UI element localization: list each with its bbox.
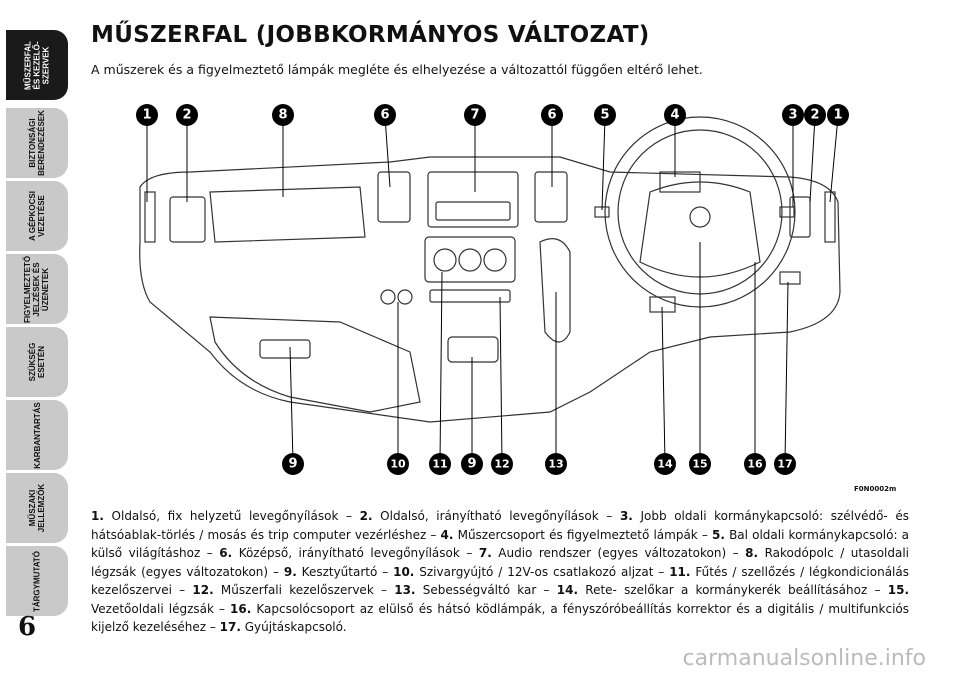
caption-text: Műszercsoport és figyelmeztető lámpák – — [453, 527, 713, 542]
svg-text:4: 4 — [670, 108, 679, 123]
caption-number: 11. — [669, 564, 691, 579]
svg-text:10: 10 — [390, 458, 406, 471]
svg-text:7: 7 — [470, 108, 479, 123]
caption-number: 8. — [745, 546, 759, 560]
callout-5: 5 — [594, 104, 616, 126]
svg-text:14: 14 — [657, 458, 673, 471]
caption-number: 16. — [230, 601, 252, 616]
caption-number: 15. — [887, 583, 910, 597]
figure-code: F0N0002m — [854, 485, 897, 493]
caption-number: 14. — [556, 583, 579, 597]
caption-text: Rakodópolc / utasoldali légzsák (egyes v… — [91, 546, 910, 579]
callout-12: 12 — [491, 453, 513, 475]
svg-text:2: 2 — [182, 108, 191, 123]
caption-text: Kapcsolócsoport az elülső és hátsó ködlá… — [91, 601, 909, 635]
caption-text: Műszerfali kezelőszervek – — [213, 583, 395, 597]
tab-figyelmezteto[interactable]: FIGYELMEZTETŐ JELZÉSEK ÉS ÜZENETEK — [6, 254, 68, 324]
svg-text:15: 15 — [692, 458, 707, 471]
page-subtitle: A műszerek és a figyelmeztető lámpák meg… — [91, 62, 703, 77]
caption-text: Fűtés / szellőzés / légkondicionálás kez… — [91, 564, 909, 598]
callout-10: 10 — [387, 453, 409, 475]
caption-text: Bal oldali kormánykapcsoló: a külső vilá… — [91, 527, 909, 561]
tab-vezetese[interactable]: A GÉPKOCSI VEZETÉSE — [6, 181, 68, 251]
callout-14: 14 — [654, 453, 676, 475]
page-title: MŰSZERFAL (JOBBKORMÁNYOS VÁLTOZAT) — [91, 22, 650, 48]
dashboard-illustration: 1 2 8 6 7 6 5 4 3 2 1 9 10 11 9 12 13 14… — [136, 104, 849, 475]
caption-text: Kesztyűtartó – — [296, 564, 394, 579]
svg-text:1: 1 — [142, 108, 151, 123]
callout-6b: 6 — [541, 104, 563, 126]
callout-16: 16 — [744, 453, 766, 475]
caption-number: 5. — [712, 527, 725, 542]
caption-text: Oldalsó, irányítható levegőnyílások – — [372, 509, 620, 523]
svg-text:13: 13 — [548, 458, 563, 471]
tab-biztonsagi[interactable]: BIZTONSÁGI BERENDEZÉSEK — [6, 108, 68, 178]
caption-text: Gyújtáskapcsoló. — [240, 620, 347, 634]
tab-muszerfal[interactable]: MŰSZERFAL ÉS KEZELŐ- SZERVEK — [6, 30, 68, 100]
callout-2: 2 — [176, 104, 198, 126]
svg-text:2: 2 — [810, 108, 819, 123]
callout-9: 9 — [282, 453, 304, 475]
caption-number: 4. — [440, 527, 454, 542]
svg-text:17: 17 — [777, 458, 792, 471]
caption-number: 17. — [219, 620, 241, 634]
caption-text: Szivargyújtó / 12V-os csatlakozó aljzat … — [414, 564, 670, 579]
figure-caption: 1. Oldalsó, fix helyzetű levegőnyílások … — [91, 507, 909, 637]
callout-17: 17 — [774, 453, 796, 475]
callout-3: 3 — [782, 104, 804, 126]
svg-text:11: 11 — [432, 458, 447, 471]
callout-1: 1 — [136, 104, 158, 126]
caption-text: Audio rendszer (egyes változatokon) – — [491, 546, 746, 560]
callout-6: 6 — [374, 104, 396, 126]
callout-8: 8 — [272, 104, 294, 126]
svg-text:16: 16 — [747, 458, 763, 471]
caption-number: 6. — [219, 546, 233, 560]
caption-number: 3. — [619, 509, 633, 523]
watermark: carmanualsonline.info — [682, 646, 926, 671]
callout-4: 4 — [664, 104, 686, 126]
callout-11: 11 — [429, 453, 451, 475]
svg-text:12: 12 — [494, 458, 509, 471]
caption-number: 12. — [192, 583, 214, 597]
svg-text:1: 1 — [833, 108, 842, 123]
caption-number: 1. — [91, 509, 104, 523]
tab-targymutato[interactable]: TÁRGYMUTATÓ — [6, 546, 68, 616]
callout-9b: 9 — [461, 453, 483, 475]
tab-muszaki[interactable]: MŰSZAKI JELLEMZŐK — [6, 473, 68, 543]
tab-szukseg[interactable]: SZÜKSÉG ESETÉN — [6, 327, 68, 397]
svg-text:9: 9 — [467, 457, 476, 472]
caption-number: 13. — [394, 583, 416, 597]
callout-13: 13 — [545, 453, 567, 475]
caption-text: Jobb oldali kormánykapcsoló: szélvédő- é… — [91, 509, 910, 542]
svg-text:9: 9 — [288, 457, 297, 472]
svg-text:6: 6 — [547, 108, 556, 123]
svg-text:5: 5 — [600, 108, 609, 123]
tab-karbantartas[interactable]: KARBANTARTÁS — [6, 400, 68, 470]
svg-text:6: 6 — [380, 108, 389, 123]
page-number: 6 — [18, 612, 37, 642]
callout-15: 15 — [689, 453, 711, 475]
caption-text: Rete- szelőkar a kormánykerék beállításá… — [578, 583, 888, 597]
callout-1b: 1 — [827, 104, 849, 126]
caption-text: Sebességváltó kar – — [415, 583, 557, 597]
svg-text:3: 3 — [788, 108, 797, 123]
svg-text:8: 8 — [278, 108, 287, 123]
callout-2b: 2 — [804, 104, 826, 126]
caption-text: Oldalsó, fix helyzetű levegőnyílások – — [103, 509, 360, 523]
caption-number: 10. — [393, 564, 415, 579]
caption-text: Középső, irányítható levegőnyílások – — [232, 546, 479, 560]
caption-text: Vezetőoldali légzsák – — [91, 601, 231, 616]
callout-7: 7 — [464, 104, 486, 126]
caption-number: 2. — [359, 509, 373, 523]
caption-number: 7. — [478, 546, 492, 560]
caption-number: 9. — [283, 564, 297, 579]
